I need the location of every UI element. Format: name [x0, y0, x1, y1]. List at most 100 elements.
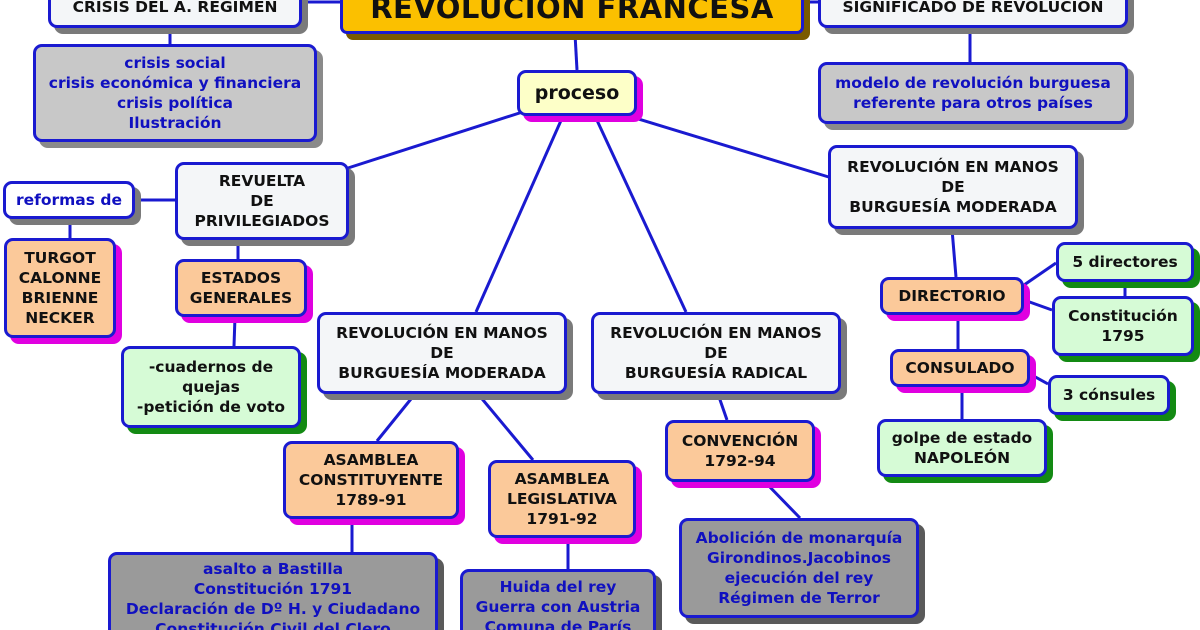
significado-header-line: SIGNIFICADO DE REVOLUCIÓN — [842, 0, 1104, 16]
ministers-line: TURGOT — [24, 249, 96, 267]
convencion-line: 1792-94 — [704, 452, 776, 470]
constituyente-events-line: asalto a Bastilla — [202, 560, 344, 578]
directores-box: 5 directores — [1056, 242, 1194, 282]
radical-header-box: REVOLUCIÓN EN MANOS DE BURGUESÍA RADICAL — [591, 312, 841, 394]
proceso-box: proceso — [517, 70, 637, 116]
moderada-1-header-line: BURGUESÍA MODERADA — [338, 364, 546, 382]
proceso-line: proceso — [534, 82, 620, 104]
directorio-line: DIRECTORIO — [898, 287, 1006, 305]
constituyente-events-line: Declaración de Dº H. y Ciudadano — [125, 600, 421, 618]
legislativa-events-line: Huida del rey — [499, 578, 617, 596]
radical-header-line: BURGUESÍA RADICAL — [624, 364, 808, 382]
cuadernos-line: quejas — [182, 378, 240, 396]
constituyente-line: 1789-91 — [335, 491, 407, 509]
connector-line — [573, 33, 579, 71]
consules-box: 3 cónsules — [1048, 375, 1170, 415]
legislativa-box: ASAMBLEA LEGISLATIVA 1791-92 — [488, 460, 636, 538]
estados-generales-line: ESTADOS — [200, 269, 282, 287]
connector-line — [375, 393, 417, 442]
constituyente-events-line: Constitución 1791 — [193, 580, 353, 598]
consulado-line: CONSULADO — [905, 359, 1015, 377]
convencion-events-line: Régimen de Terror — [718, 589, 880, 607]
crisis-header-box: CRISIS DEL A. RÉGIMEN — [48, 0, 302, 28]
connector-line — [763, 480, 802, 520]
cuadernos-line: -cuadernos de — [148, 358, 274, 376]
constituyente-line: CONSTITUYENTE — [298, 471, 444, 489]
moderada-2-header-line: REVOLUCIÓN EN MANOS — [847, 158, 1059, 176]
golpe-line: golpe de estado — [891, 429, 1033, 447]
cuadernos-line: -petición de voto — [136, 398, 286, 416]
convencion-events-line: Girondinos.Jacobinos — [707, 549, 891, 567]
crisis-causes-line: Ilustración — [128, 114, 222, 132]
constituyente-box: ASAMBLEA CONSTITUYENTE 1789-91 — [283, 441, 459, 519]
constituyente-events-line: Constitución Civil del Clero — [155, 620, 391, 630]
moderada-1-header-line: REVOLUCIÓN EN MANOS — [336, 324, 548, 342]
crisis-header-line: CRISIS DEL A. RÉGIMEN — [72, 0, 278, 16]
constitucion-1795-box: Constitución 1795 — [1052, 296, 1194, 356]
ministers-line: NECKER — [25, 309, 95, 327]
convencion-events-line: Abolición de monarquía — [695, 529, 903, 547]
connector-line — [347, 106, 536, 170]
moderada-2-header-line: DE — [941, 178, 965, 196]
connector-line — [476, 393, 535, 461]
convencion-line: CONVENCIÓN — [681, 432, 799, 450]
reformas-label-box: reformas de — [3, 181, 135, 219]
significado-detail-line: modelo de revolución burguesa — [835, 74, 1111, 92]
crisis-causes-box: crisis social crisis económica y financie… — [33, 44, 317, 142]
revuelta-header-line: DE — [250, 192, 274, 210]
radical-header-line: DE — [704, 344, 728, 362]
revuelta-header-line: PRIVILEGIADOS — [194, 212, 330, 230]
consules-line: 3 cónsules — [1062, 386, 1156, 404]
crisis-causes-line: crisis política — [116, 94, 234, 112]
radical-header-line: REVOLUCIÓN EN MANOS — [610, 324, 822, 342]
moderada-1-header-box: REVOLUCIÓN EN MANOS DE BURGUESÍA MODERADA — [317, 312, 567, 394]
constitucion-1795-line: Constitución — [1068, 307, 1178, 325]
title-box: REVOLUCIÓN FRANCESA — [340, 0, 804, 34]
moderada-2-header-box: REVOLUCIÓN EN MANOS DE BURGUESÍA MODERADA — [828, 145, 1078, 229]
ministers-line: BRIENNE — [21, 289, 99, 307]
connector-line — [716, 393, 729, 421]
constituyente-line: ASAMBLEA — [323, 451, 419, 469]
legislativa-events-line: Comuna de París — [484, 618, 632, 630]
constitucion-1795-line: 1795 — [1101, 327, 1145, 345]
connector-line — [950, 228, 958, 278]
consulado-box: CONSULADO — [890, 349, 1030, 387]
moderada-1-header-line: DE — [430, 344, 454, 362]
title-line: REVOLUCIÓN FRANCESA — [370, 0, 774, 25]
directores-line: 5 directores — [1072, 253, 1178, 271]
legislativa-line: ASAMBLEA — [514, 470, 610, 488]
crisis-causes-line: crisis social — [124, 54, 226, 72]
connector-line — [474, 115, 565, 313]
directorio-box: DIRECTORIO — [880, 277, 1024, 315]
moderada-2-header-line: BURGUESÍA MODERADA — [849, 198, 1057, 216]
connector-line — [1023, 298, 1053, 312]
convencion-box: CONVENCIÓN 1792-94 — [665, 420, 815, 482]
connector-line — [1029, 372, 1049, 386]
golpe-line: NAPOLEÓN — [913, 449, 1011, 467]
revuelta-header-line: REVUELTA — [218, 172, 306, 190]
connector-line — [232, 316, 237, 347]
revuelta-header-box: REVUELTA DE PRIVILEGIADOS — [175, 162, 349, 240]
estados-generales-line: GENERALES — [189, 289, 293, 307]
connector-line — [621, 112, 833, 180]
connector-line — [1023, 261, 1057, 287]
crisis-causes-line: crisis económica y financiera — [48, 74, 302, 92]
ministers-box: TURGOT CALONNE BRIENNE NECKER — [4, 238, 116, 338]
legislativa-line: 1791-92 — [526, 510, 598, 528]
ministers-line: CALONNE — [18, 269, 102, 287]
legislativa-events-line: Guerra con Austria — [475, 598, 641, 616]
significado-detail-box: modelo de revolución burguesa referente p… — [818, 62, 1128, 124]
legislativa-line: LEGISLATIVA — [506, 490, 618, 508]
significado-header-box: SIGNIFICADO DE REVOLUCIÓN — [818, 0, 1128, 28]
estados-generales-box: ESTADOS GENERALES — [175, 259, 307, 317]
reformas-label-line: reformas de — [15, 191, 123, 209]
significado-detail-line: referente para otros países — [853, 94, 1093, 112]
connector-line — [593, 115, 688, 313]
convencion-events-line: ejecución del rey — [724, 569, 874, 587]
